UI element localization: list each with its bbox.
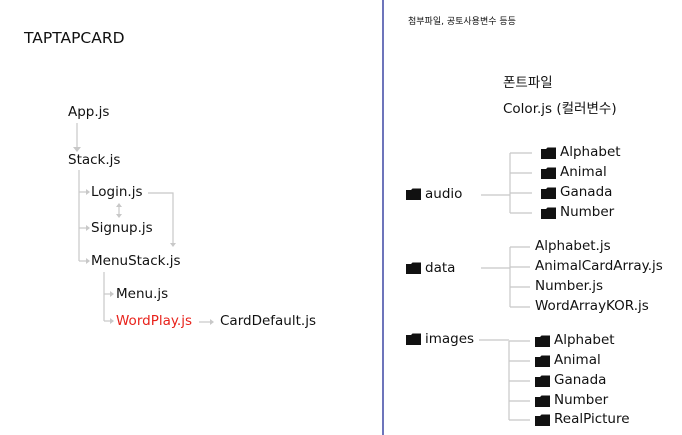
- folder-icon: [406, 333, 421, 345]
- data-item-number: Number.js: [535, 278, 604, 294]
- folder-images-label: images: [425, 331, 475, 347]
- folder-icon: [406, 188, 421, 200]
- font-file-label: 폰트파일: [503, 75, 553, 91]
- images-item-realpicture: RealPicture: [554, 411, 630, 427]
- folder-icon: [541, 147, 556, 159]
- node-login: Login.js: [91, 184, 143, 200]
- audio-item-number: Number: [560, 204, 615, 220]
- data-item-animalcardarray: AnimalCardArray.js: [535, 258, 663, 274]
- images-item-alphabet: Alphabet: [554, 332, 615, 348]
- folder-icon: [406, 262, 421, 274]
- folder-icon: [535, 355, 550, 367]
- folder-icon: [535, 335, 550, 347]
- folder-icon: [535, 395, 550, 407]
- node-wordplay: WordPlay.js: [116, 313, 193, 329]
- node-menustack: MenuStack.js: [91, 253, 181, 269]
- folder-audio-label: audio: [425, 186, 463, 202]
- folder-icon: [541, 167, 556, 179]
- node-stack: Stack.js: [68, 152, 121, 168]
- folder-icon: [541, 207, 556, 219]
- images-item-animal: Animal: [554, 352, 601, 368]
- folder-data-label: data: [425, 260, 456, 276]
- audio-item-ganada: Ganada: [560, 184, 613, 200]
- node-carddefault: CardDefault.js: [220, 313, 316, 329]
- images-item-ganada: Ganada: [554, 372, 607, 388]
- images-item-number: Number: [554, 392, 609, 408]
- node-menu: Menu.js: [116, 286, 169, 302]
- assets-note: 첨부파일, 공토사용변수 등등: [408, 17, 516, 27]
- folder-icon: [535, 375, 550, 387]
- node-app: App.js: [68, 104, 110, 120]
- node-signup: Signup.js: [91, 220, 153, 236]
- folder-icon: [535, 414, 550, 426]
- diagram-title: TAPTAPCARD: [24, 29, 125, 47]
- audio-item-animal: Animal: [560, 164, 607, 180]
- audio-item-alphabet: Alphabet: [560, 144, 621, 160]
- data-item-wordarraykor: WordArrayKOR.js: [535, 298, 649, 314]
- folder-icon: [541, 187, 556, 199]
- data-item-alphabet: Alphabet.js: [535, 238, 611, 254]
- color-file-label: Color.js (컬러변수): [503, 101, 617, 117]
